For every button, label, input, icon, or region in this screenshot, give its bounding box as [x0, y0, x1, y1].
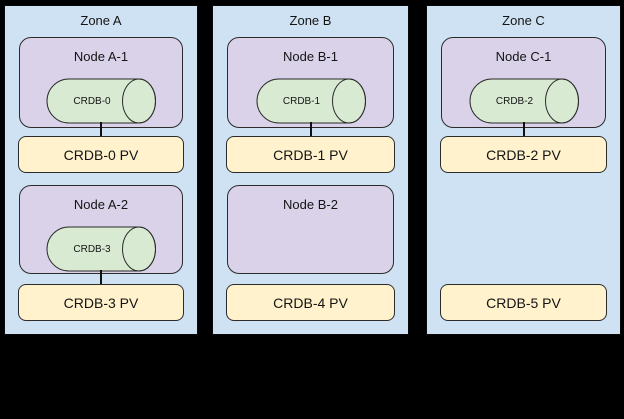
- node-b-1: Node B-1 CRDB-1: [227, 37, 394, 128]
- disk-pv-connector-line: [100, 270, 102, 285]
- disk-label: CRDB-3: [73, 243, 111, 255]
- node-a-1-title: Node A-1: [73, 49, 129, 64]
- node-b-2: Node B-2: [227, 185, 394, 274]
- zone-a: Zone A Node A-1 CRDB-0 CRDB-0 PV Node A-…: [4, 5, 198, 335]
- node-b-1-title: Node B-1: [283, 49, 338, 64]
- zone-a-title: Zone A: [80, 13, 122, 28]
- disk-cylinder-icon: CRDB-2: [469, 78, 579, 124]
- zone-b: Zone B Node B-1 CRDB-1 CRDB-1 PV Node B-…: [212, 5, 409, 335]
- disk-label: CRDB-0: [73, 95, 111, 107]
- zone-c: Zone C Node C-1 CRDB-2 CRDB-2 PV CRDB-5 …: [426, 5, 621, 335]
- disk-label: CRDB-2: [495, 95, 534, 107]
- pv-box: CRDB-5 PV: [440, 284, 607, 321]
- pv-label: CRDB-4 PV: [273, 294, 348, 311]
- disk-cylinder-icon: CRDB-3: [46, 226, 156, 272]
- pv-label: CRDB-3 PV: [63, 294, 139, 311]
- pv-box: CRDB-2 PV: [440, 136, 607, 173]
- disk-cylinder-icon: CRDB-0: [46, 78, 156, 124]
- pv-box: CRDB-3 PV: [18, 284, 184, 321]
- node-a-2: Node A-2 CRDB-3: [19, 185, 183, 274]
- pv-box: CRDB-0 PV: [18, 136, 184, 173]
- zone-c-title: Zone C: [502, 13, 545, 28]
- pv-label: CRDB-2 PV: [486, 146, 561, 163]
- disk-label: CRDB-1: [282, 95, 321, 107]
- pv-label: CRDB-1 PV: [273, 146, 348, 163]
- node-c-1: Node C-1 CRDB-2: [441, 37, 606, 128]
- disk-cylinder-icon: CRDB-1: [256, 78, 366, 124]
- disk-pv-connector-line: [309, 122, 312, 137]
- pv-box: CRDB-1 PV: [226, 136, 395, 173]
- pv-label: CRDB-5 PV: [486, 294, 561, 311]
- pv-label: CRDB-0 PV: [63, 146, 139, 163]
- node-a-1: Node A-1 CRDB-0: [19, 37, 183, 128]
- node-a-2-title: Node A-2: [73, 197, 129, 212]
- disk-pv-connector-line: [522, 122, 525, 137]
- zone-b-title: Zone B: [289, 13, 332, 28]
- node-b-2-title: Node B-2: [283, 197, 338, 212]
- disk-pv-connector-line: [100, 122, 102, 137]
- pv-box: CRDB-4 PV: [226, 284, 395, 321]
- node-c-1-title: Node C-1: [495, 49, 552, 64]
